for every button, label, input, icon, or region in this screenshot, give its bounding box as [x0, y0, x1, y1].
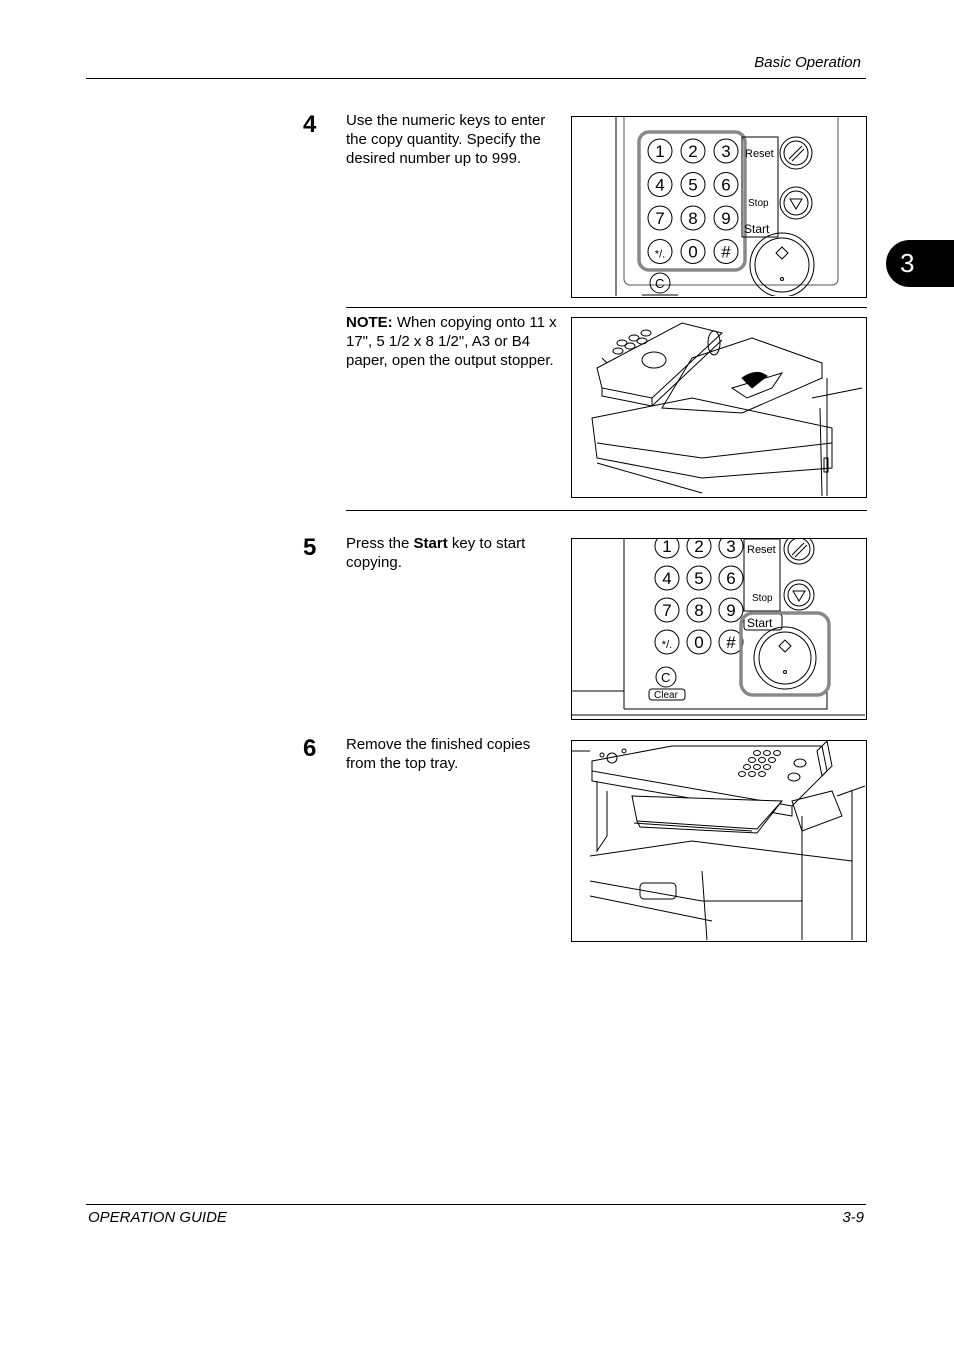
- clear-key-label: Clear: [654, 690, 679, 701]
- numeric-key-circle: [718, 597, 744, 623]
- figure-remove-copies: [571, 740, 867, 942]
- stop-key-label: Stop: [752, 593, 773, 604]
- numeric-key-label: 1: [655, 142, 664, 161]
- numeric-key-label: 1: [662, 539, 671, 556]
- figure-output-stopper: [571, 317, 867, 498]
- step-4-text: Use the numeric keys to enter the copy q…: [346, 112, 546, 167]
- reset-key-label: Reset: [747, 544, 776, 556]
- start-key-label: Start: [744, 222, 770, 236]
- numeric-key-label: 9: [726, 601, 735, 620]
- numeric-key-circle: [718, 539, 744, 559]
- numeric-key-label: 9: [721, 209, 730, 228]
- figure-numeric-keypad: 1 2 3 4 5 6 7 8 9 */. 0 # Reset Stop Start C: [571, 116, 867, 298]
- start-key-label: Start: [747, 616, 773, 630]
- numeric-key-label: 2: [694, 539, 703, 556]
- numeric-key-circle: [654, 565, 680, 591]
- footer-rule: [86, 1204, 866, 1205]
- numeric-key-label: 2: [688, 142, 697, 161]
- numeric-key-label: 5: [694, 569, 703, 588]
- numeric-key-label: #: [726, 633, 736, 652]
- numeric-key-label: 6: [726, 569, 735, 588]
- numeric-key-circle: [680, 239, 706, 264]
- footer-guide-title: OPERATION GUIDE: [88, 1209, 227, 1226]
- numeric-key-circle: [718, 565, 744, 591]
- numeric-key-circle: [713, 172, 739, 197]
- numeric-key-circle: [713, 205, 739, 231]
- stop-key-label: Stop: [748, 198, 769, 209]
- c-key-label: C: [661, 670, 670, 685]
- numeric-key-circle: [680, 172, 706, 197]
- numeric-key-label: 7: [655, 209, 664, 228]
- numeric-key-label: 3: [726, 539, 735, 556]
- numeric-key-circle: [680, 138, 706, 164]
- numeric-key-label: */.: [662, 639, 672, 651]
- numeric-key-circle: [647, 239, 673, 264]
- numeric-key-label: 0: [694, 633, 703, 652]
- step-number-5: 5: [303, 534, 317, 561]
- chapter-tab: 3: [886, 240, 954, 287]
- note-top-rule: [346, 307, 867, 308]
- numeric-key-circle: [647, 172, 673, 197]
- numeric-key-circle: [680, 205, 706, 231]
- step-6-text: Remove the finished copies from the top …: [346, 736, 531, 772]
- header-rule: [86, 78, 866, 79]
- numeric-key-label: 4: [655, 176, 664, 195]
- step-number-6: 6: [303, 735, 317, 762]
- numeric-key-label: #: [721, 243, 731, 262]
- numeric-key-circle: [686, 597, 712, 623]
- numeric-key-circle: [686, 565, 712, 591]
- running-header: Basic Operation: [754, 54, 861, 71]
- numeric-key-circle: [713, 138, 739, 164]
- page-number: 3-9: [842, 1209, 864, 1226]
- numeric-key-label: 7: [662, 601, 671, 620]
- numeric-key-label: 6: [721, 176, 730, 195]
- numeric-key-circle: [654, 597, 680, 623]
- reset-key-label: Reset: [745, 148, 774, 160]
- numeric-key-label: 4: [662, 569, 671, 588]
- numeric-key-circle: [647, 138, 673, 164]
- numeric-key-circle: [713, 239, 739, 264]
- numeric-key-circle: [686, 629, 712, 655]
- numeric-key-circle: [647, 205, 673, 231]
- c-key-label: C: [655, 276, 664, 291]
- numeric-key-label: */.: [655, 249, 665, 261]
- numeric-key-label: 8: [694, 601, 703, 620]
- numeric-key-circle: [654, 629, 680, 655]
- step-number-4: 4: [303, 111, 317, 138]
- note-text: NOTE: When copying onto 11 x 17", 5 1/2 …: [346, 313, 564, 370]
- numeric-key-label: 0: [688, 243, 697, 262]
- numeric-key-label: 3: [721, 142, 730, 161]
- note-body: When copying onto 11 x 17", 5 1/2 x 8 1/…: [346, 314, 557, 369]
- figure-start-key: 1 2 3 4 5 6 7 8 9 */. 0 # Reset Stop Start C Clear: [571, 538, 867, 720]
- numeric-key-circle: [654, 539, 680, 559]
- note-label: NOTE:: [346, 314, 393, 331]
- numeric-key-label: 8: [688, 209, 697, 228]
- note-bottom-rule: [346, 510, 867, 511]
- start-key-name: Start: [413, 535, 448, 552]
- numeric-key-label: 5: [688, 176, 697, 195]
- numeric-key-circle: [686, 539, 712, 559]
- step-5-text: Press the Start key to start copying.: [346, 535, 526, 571]
- numeric-key-circle: [718, 629, 744, 655]
